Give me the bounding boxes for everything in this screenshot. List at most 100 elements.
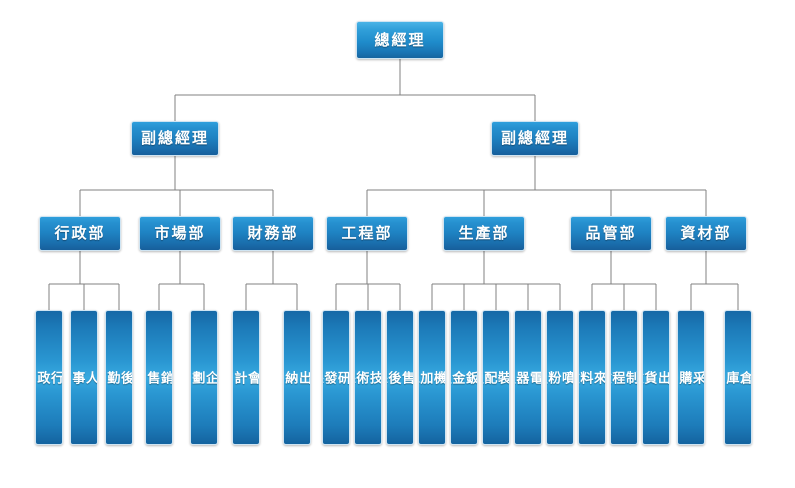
org-node-char: 貨 [642,371,657,384]
org-node-label: 資材部 [680,224,732,242]
org-node-char: 來 [591,371,606,384]
org-node-char: 事 [70,371,85,384]
org-node-market[interactable]: 市場部 [139,216,221,251]
org-node-char: 納 [283,371,298,384]
org-node-u-jishu[interactable]: 技術課 [354,310,382,445]
org-node-label: 行政 [36,320,62,435]
org-node-label: 售後課 [387,320,413,435]
org-node-label: 噴粉組 [547,320,573,435]
org-node-u-kuaiji[interactable]: 會計 [232,310,260,445]
org-node-label: 行政部 [54,224,106,242]
org-node-char: 後 [118,371,133,384]
org-node-char: 行 [48,371,63,384]
org-node-label: 研發課 [323,320,349,435]
org-node-char: 勤 [105,371,120,384]
org-node-char: 裝 [495,371,510,384]
org-node-label: 制程檢驗 [611,320,637,435]
org-node-char: 機 [431,371,446,384]
org-node-label: 後勤 [106,320,132,435]
org-node-u-renshi[interactable]: 人事 [70,310,98,445]
org-node-label: 人事 [71,320,97,435]
org-node-char: 加 [418,371,433,384]
org-node-char: 庫 [724,371,739,384]
org-node-u-zhicheng[interactable]: 制程檢驗 [610,310,638,445]
org-node-char: 器 [514,371,529,384]
org-node-production[interactable]: 生產部 [443,216,525,251]
org-node-label: 技術課 [355,320,381,435]
org-node-char: 政 [35,371,50,384]
org-node-u-chuna[interactable]: 出納 [283,310,311,445]
org-node-char: 銷 [158,371,173,384]
org-node-vgm-left[interactable]: 副總經理 [131,121,219,156]
org-node-label: 倉庫 [725,320,751,435]
org-node-label: 總經理 [374,30,426,49]
org-node-char: 售 [145,371,160,384]
org-node-char: 計 [232,371,247,384]
org-node-label: 品管部 [585,224,637,242]
org-node-char: 配 [482,371,497,384]
org-node-label: 鈑金組 [451,320,477,435]
org-node-char: 技 [367,371,382,384]
org-node-char: 金 [450,371,465,384]
org-node-char: 電 [527,371,542,384]
org-node-label: 副總經理 [140,129,209,147]
org-node-label: 財務部 [247,224,299,242]
org-node-char: 售 [399,371,414,384]
org-node-char: 發 [322,371,337,384]
org-node-char: 會 [245,371,260,384]
org-node-label: 生產部 [458,224,510,242]
org-node-u-houqin[interactable]: 後勤 [105,310,133,445]
org-node-char: 劃 [190,371,205,384]
org-node-u-caigou[interactable]: 采購 [677,310,705,445]
org-node-vgm-right[interactable]: 副總經理 [491,121,579,156]
org-node-char: 倉 [737,371,752,384]
org-node-u-penfen[interactable]: 噴粉組 [546,310,574,445]
org-node-char: 制 [623,371,638,384]
org-node-char: 鈑 [463,371,478,384]
org-node-admin[interactable]: 行政部 [39,216,121,251]
org-node-label: 工程部 [341,224,393,242]
org-node-u-jijiagong[interactable]: 機加工組 [418,310,446,445]
org-node-u-zhuangpei[interactable]: 裝配組 [482,310,510,445]
org-node-char: 出 [296,371,311,384]
org-node-label: 電器組 [515,320,541,435]
org-node-u-lailiao[interactable]: 來料檢驗 [578,310,606,445]
org-node-engineering[interactable]: 工程部 [326,216,408,251]
org-node-char: 研 [335,371,350,384]
org-node-label: 銷售 [146,320,172,435]
org-node-u-cangku[interactable]: 倉庫 [724,310,752,445]
org-node-u-xingzheng[interactable]: 行政 [35,310,63,445]
org-node-finance[interactable]: 財務部 [232,216,314,251]
org-node-char: 料 [578,371,593,384]
org-node-char: 術 [354,371,369,384]
org-node-char: 企 [203,371,218,384]
org-node-label: 來料檢驗 [579,320,605,435]
org-node-quality[interactable]: 品管部 [570,216,652,251]
org-node-char: 出 [655,371,670,384]
org-node-u-qihua[interactable]: 企劃 [190,310,218,445]
org-node-label: 采購 [678,320,704,435]
org-node-char: 購 [677,371,692,384]
org-node-gm[interactable]: 總經理 [356,21,444,59]
org-node-label: 機加工組 [419,320,445,435]
org-node-materials[interactable]: 資材部 [665,216,747,251]
org-node-char: 程 [610,371,625,384]
org-node-u-chuhuo[interactable]: 出貨檢驗 [642,310,670,445]
org-node-label: 出貨檢驗 [643,320,669,435]
org-node-u-banjin[interactable]: 鈑金組 [450,310,478,445]
org-node-u-dianqi[interactable]: 電器組 [514,310,542,445]
org-node-label: 市場部 [154,224,206,242]
org-node-char: 人 [83,371,98,384]
org-node-label: 出納 [284,320,310,435]
org-node-u-xiaoshou[interactable]: 銷售 [145,310,173,445]
org-node-label: 企劃 [191,320,217,435]
org-node-label: 副總經理 [500,129,569,147]
org-node-u-yanfa[interactable]: 研發課 [322,310,350,445]
org-node-u-shouhou[interactable]: 售後課 [386,310,414,445]
org-node-label: 裝配組 [483,320,509,435]
org-node-char: 粉 [546,371,561,384]
org-node-char: 采 [690,371,705,384]
org-node-char: 後 [386,371,401,384]
org-node-label: 會計 [233,320,259,435]
